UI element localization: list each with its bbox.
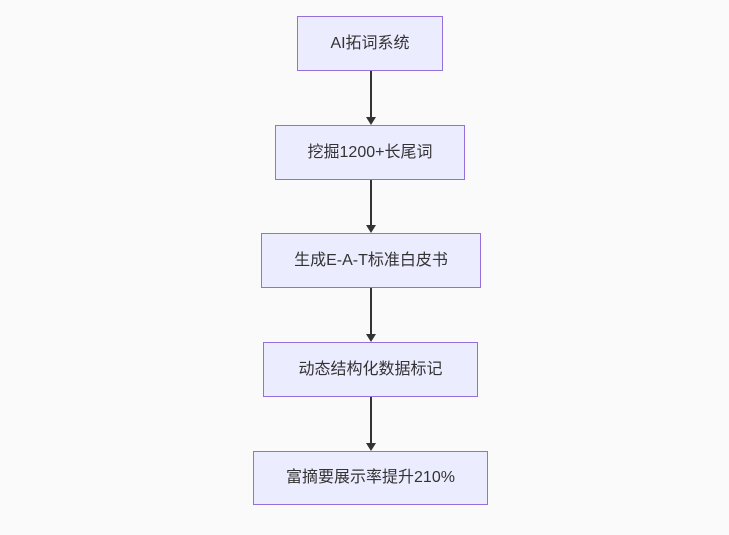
node-label: AI拓词系统 [330, 34, 410, 52]
flow-arrow-2 [364, 180, 378, 233]
node-eat-standard-whitepaper: 生成E-A-T标准白皮书 [261, 233, 481, 288]
arrow-line [370, 71, 372, 119]
arrowhead-down-icon [366, 225, 376, 233]
arrowhead-down-icon [366, 334, 376, 342]
node-longtail-keyword-mining: 挖掘1200+长尾词 [275, 125, 465, 180]
node-label: 生成E-A-T标准白皮书 [294, 251, 448, 269]
arrowhead-down-icon [366, 443, 376, 451]
node-label: 富摘要展示率提升210% [286, 469, 455, 486]
node-label: 挖掘1200+长尾词 [307, 143, 433, 161]
flow-arrow-1 [364, 71, 378, 125]
node-dynamic-structured-data-markup: 动态结构化数据标记 [263, 342, 478, 397]
flow-arrow-3 [364, 288, 378, 342]
arrow-line [370, 288, 372, 336]
node-ai-keyword-expansion-system: AI拓词系统 [297, 16, 443, 71]
arrow-line [370, 397, 372, 445]
node-rich-snippet-rate-increase: 富摘要展示率提升210% [253, 451, 488, 505]
flow-arrow-4 [364, 397, 378, 451]
arrow-line [370, 180, 372, 227]
node-label: 动态结构化数据标记 [298, 360, 443, 378]
arrowhead-down-icon [366, 117, 376, 125]
